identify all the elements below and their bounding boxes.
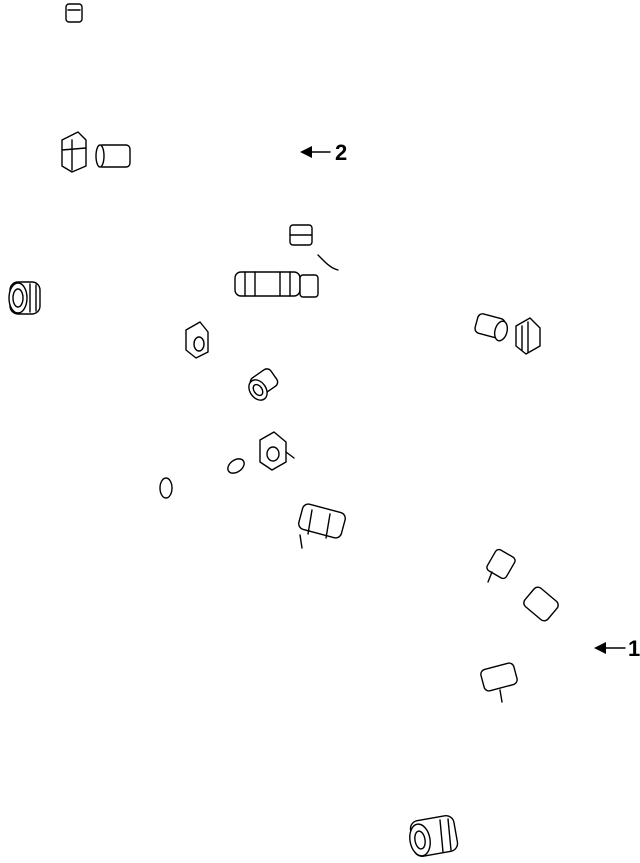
lower-main-hose — [162, 480, 596, 840]
loose-clamp-right — [515, 317, 541, 355]
upper-bottom-fitting — [248, 368, 279, 401]
lower-hose-assembly — [159, 431, 596, 857]
callout-2-label: 2 — [335, 140, 347, 165]
upper-short-curved-hose — [219, 296, 278, 373]
lower-branch-stub — [208, 458, 245, 512]
loose-clamp-lower — [259, 431, 295, 471]
lower-clamp-1 — [298, 503, 346, 549]
upper-hose-assembly — [8, 3, 541, 401]
upper-left-connector — [8, 281, 41, 315]
callout-1-label: 1 — [628, 636, 640, 661]
callout-1: 1 — [594, 636, 640, 661]
stub-pipe — [95, 144, 131, 168]
lower-clamp-3 — [523, 586, 559, 622]
loose-clamp-left — [61, 131, 87, 173]
callout-2: 2 — [300, 140, 347, 165]
upper-right-hose — [304, 259, 486, 331]
tee-clamp-lower — [299, 274, 319, 298]
upper-arc-hose — [133, 121, 307, 242]
upper-main-hose — [33, 203, 307, 301]
lower-clamp-4 — [480, 662, 518, 703]
lower-clamp-2 — [486, 548, 516, 583]
lower-left-end — [159, 477, 173, 499]
loose-clamp-middle — [185, 321, 209, 359]
upper-right-fitting — [474, 313, 509, 342]
upper-vertical-hose — [264, 239, 311, 386]
lower-bottom-connector — [409, 815, 459, 857]
top-clip — [65, 3, 83, 23]
